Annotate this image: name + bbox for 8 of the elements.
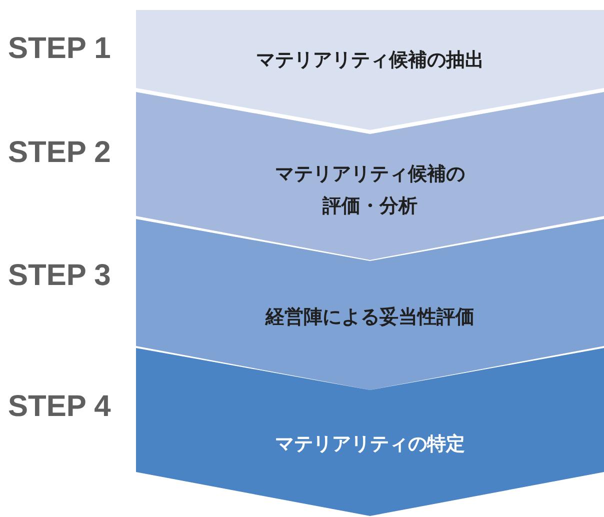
step-label: STEP 1: [8, 32, 111, 66]
step-text: マテリアリティ候補の評価・分析: [274, 162, 466, 219]
step-label: STEP 3: [8, 259, 111, 293]
step-text: 経営陣による妥当性評価: [264, 305, 476, 330]
step-label: STEP 4: [8, 390, 111, 424]
step-label: STEP 2: [8, 136, 111, 170]
step-text: マテリアリティの特定: [274, 432, 466, 457]
step-text: マテリアリティ候補の抽出: [255, 48, 485, 73]
